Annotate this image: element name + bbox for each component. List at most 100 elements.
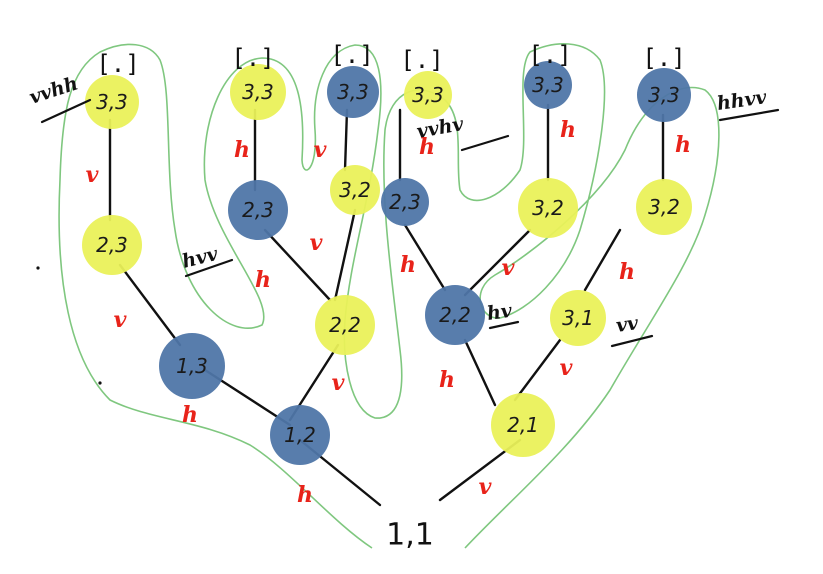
edge-n22b-n23c: [403, 223, 447, 292]
tree-node-label: 3,3: [242, 80, 274, 104]
edge-n21-n22b: [463, 338, 497, 407]
edge-n21-n31: [513, 338, 562, 402]
tree-node-label: 2,3: [389, 190, 421, 214]
tree-node: 2,2: [315, 295, 375, 355]
tree-node-circle: [425, 285, 485, 345]
edge-label: v: [310, 230, 323, 256]
edge-n22a-n32a: [333, 208, 357, 302]
path-label: vv: [615, 312, 641, 337]
terminal-label: [.]: [400, 46, 443, 74]
terminal-marker: [.]: [231, 44, 274, 72]
path-label-underline: [718, 108, 780, 122]
path-label: hhvv: [716, 86, 769, 115]
edge-n22b-n32b: [463, 228, 532, 297]
edge-n22a-n23b: [263, 228, 332, 302]
tree-node: 3,3: [230, 64, 286, 120]
tree-node-label: 2,2: [329, 313, 361, 337]
edge-label: h: [255, 267, 271, 293]
path-label: vvhh: [27, 72, 81, 108]
terminal-marker: [.]: [400, 46, 443, 74]
tree-node: 2,3: [228, 180, 288, 240]
tree-node: 3,3: [524, 61, 572, 109]
tree-node-circle: [327, 66, 379, 118]
tree-node-label: 2,1: [507, 413, 539, 437]
tree-node-circle: [381, 178, 429, 226]
stray-dot: [98, 381, 102, 385]
edge-n13-n23a: [118, 263, 182, 347]
tree-node-circle: [330, 165, 380, 215]
edge-label: v: [86, 162, 99, 188]
traversal-outline: [58, 43, 720, 549]
edge-label: v: [114, 307, 127, 333]
path-label-underline: [610, 334, 654, 348]
terminal-marker: [.]: [642, 44, 685, 72]
edge-label: h: [182, 402, 198, 428]
path-label-underline: [40, 98, 92, 124]
tree-node: 2,2: [425, 285, 485, 345]
tree-node-label: 1,2: [284, 423, 316, 447]
tree-node: 2,3: [82, 215, 142, 275]
tree-node: 3,2: [518, 178, 578, 238]
terminal-label: [.]: [528, 41, 571, 69]
tree-node: 3,3: [327, 66, 379, 118]
tree-node-circle: [550, 290, 606, 346]
tree-node: 3,2: [330, 165, 380, 215]
node-layer: 1,2 1,3 2,3 3,3 2,2 2,3 3,3 3,2 3,3 2,1 2,2 2,3 3,3 3…: [82, 61, 692, 465]
path-label: hvv: [180, 243, 221, 273]
edge-label: h: [675, 132, 691, 158]
tree-node-label: 3,3: [96, 90, 128, 114]
tree-node: 1,2: [270, 405, 330, 465]
edge-n31-n32c: [583, 228, 622, 292]
tree-node: 3,1: [550, 290, 606, 346]
tree-node-circle: [228, 180, 288, 240]
root-node-label: 1,1: [386, 518, 434, 553]
terminal-marker: [.]: [330, 41, 373, 69]
tree-node-label: 3,2: [339, 178, 371, 202]
tree-node-label: 3,2: [532, 196, 564, 220]
terminal-marker: [.]: [528, 41, 571, 69]
tree-node-circle: [85, 75, 139, 129]
tree-node: 3,3: [637, 68, 691, 122]
edge-label: h: [297, 482, 313, 508]
tree-node-label: 1,3: [176, 354, 208, 378]
edge-label: h: [619, 259, 635, 285]
terminal-label: [.]: [231, 44, 274, 72]
terminal-label: [.]: [642, 44, 685, 72]
edge-label: h: [560, 117, 576, 143]
edge-label: h: [439, 367, 455, 393]
tree-node-circle: [270, 405, 330, 465]
tree-node-label: 3,1: [562, 306, 594, 330]
edge-label: h: [234, 137, 250, 163]
edge-label: v: [332, 370, 345, 396]
tree-node-circle: [491, 393, 555, 457]
tree-node: 3,3: [404, 71, 452, 119]
tree-node-circle: [159, 333, 225, 399]
path-label: hv: [486, 300, 515, 325]
edge-label: h: [400, 252, 416, 278]
path-label-underline: [488, 320, 520, 330]
terminal-label: [.]: [96, 50, 139, 78]
edge-n32a-n33c: [343, 108, 349, 172]
tree-node-label: 3,2: [648, 195, 680, 219]
tree-node-circle: [404, 71, 452, 119]
tree-node-circle: [518, 178, 578, 238]
tree-node: 2,3: [381, 178, 429, 226]
tree-node-circle: [524, 61, 572, 109]
path-label-underline: [460, 134, 510, 152]
tree-node-label: 2,3: [96, 233, 128, 257]
tree-node-label: 3,3: [648, 83, 680, 107]
tree-node: 2,1: [491, 393, 555, 457]
stray-dot: [36, 266, 40, 270]
terminal-label: [.]: [330, 41, 373, 69]
edge-label: h: [419, 134, 435, 160]
tree-node-circle: [82, 215, 142, 275]
tree-node: 1,3: [159, 333, 225, 399]
edge-label: v: [560, 355, 573, 381]
tree-node-circle: [230, 64, 286, 120]
tree-node-label: 3,3: [337, 80, 369, 104]
tree-node: 3,2: [636, 179, 692, 235]
tree-node-label: 2,3: [242, 198, 274, 222]
tree-node-label: 3,3: [412, 83, 444, 107]
path-label-underline: [184, 258, 234, 278]
